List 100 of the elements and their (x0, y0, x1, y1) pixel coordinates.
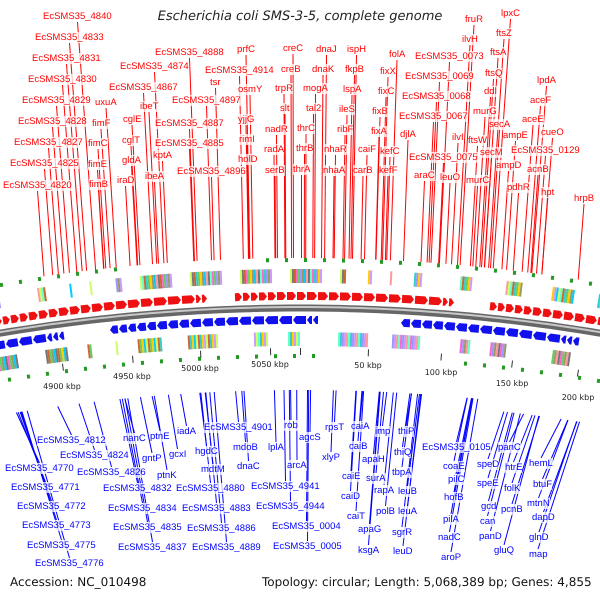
gene-label: iadA (177, 426, 196, 437)
leader-line (125, 186, 131, 266)
gene-label: ampD (496, 160, 522, 171)
leader-line (44, 168, 54, 276)
gene-label: EcSMS35_4835 (113, 522, 182, 533)
gene-label: creB (281, 64, 301, 75)
leader-line (290, 74, 292, 258)
leader-line (284, 114, 286, 259)
gene-label: EcSMS35_0067 (399, 111, 468, 122)
gene-label: fimF (92, 118, 110, 129)
leader-line (152, 396, 160, 432)
gene-label: EcSMS35_4829 (22, 95, 91, 106)
leader-line (479, 96, 491, 268)
gene-label: EcSMS35_4772 (17, 501, 86, 512)
gene-label: ddl (484, 86, 497, 97)
gene-label: thrC (297, 123, 315, 134)
gene-label: leuB (398, 486, 418, 497)
position-tick-label: 200 kbp (562, 393, 594, 403)
leader-line (330, 390, 334, 452)
leader-line (542, 420, 568, 480)
gene-label: EcSMS35_0004 (272, 521, 341, 532)
leader-line (274, 176, 276, 259)
gene-label: arcA (287, 460, 307, 471)
gene-label: ampE (503, 130, 528, 141)
gene-label: ilvH (462, 34, 478, 45)
leader-line (368, 391, 381, 546)
leader-line (488, 38, 504, 268)
leader-line (384, 392, 394, 486)
gene-label: gntP (142, 453, 162, 464)
gene-label: panD (479, 531, 502, 542)
leader-line (57, 406, 72, 436)
gene-label: EcSMS35_4812 (37, 435, 106, 446)
leader-line (334, 390, 337, 422)
position-tick-label: 50 kbp (354, 361, 382, 371)
leader-line (426, 122, 434, 263)
gene-label: EcSMS35_0075 (409, 152, 478, 163)
leader-line (296, 390, 298, 460)
gene-label: EcSMS35_4833 (35, 32, 104, 43)
leader-line (512, 416, 540, 504)
gene-label: lpdA (537, 75, 556, 86)
leader-line (274, 390, 276, 442)
gene-label: panC (498, 442, 521, 453)
leader-line (98, 190, 104, 270)
leader-line (376, 116, 380, 260)
gene-label: EcSMS35_4824 (60, 450, 129, 461)
gene-label: EcSMS35_4885 (155, 138, 224, 149)
leader-line (140, 396, 152, 454)
gene-label: kefF (379, 165, 398, 176)
leader-line (375, 136, 380, 260)
gene-label: leuO (440, 172, 460, 183)
gene-label: caiD (341, 491, 360, 502)
gene-label: cglT (122, 135, 140, 146)
leader-line (512, 192, 519, 272)
gene-label: EcSMS35_0068 (402, 91, 471, 102)
leader-line (385, 392, 398, 506)
gene-label: caiF (358, 144, 376, 155)
gene-label: thiQ (394, 447, 412, 458)
gene-label: EcSMS35_4826 (77, 467, 146, 478)
gene-label: speD (477, 459, 500, 470)
gene-label: leuD (393, 546, 413, 557)
leader-line (481, 78, 494, 268)
gene-label: gldA (122, 155, 142, 166)
gene-label: nhaR (324, 144, 347, 155)
leader-line (578, 204, 584, 280)
gene-label: nhaA (323, 165, 346, 176)
leader-line (290, 390, 292, 420)
leader-line (472, 186, 478, 267)
gene-label: pilC (448, 474, 464, 485)
gene-label: folK (504, 483, 520, 494)
gene-label: mdtM (201, 464, 225, 475)
gene-label: rapA (374, 485, 394, 496)
gene-label: carB (353, 165, 373, 176)
gene-label: caiE (342, 471, 360, 482)
leader-line (154, 395, 168, 470)
leader-line (168, 394, 178, 450)
gene-label: EcSMS35_4827 (14, 137, 83, 148)
leader-line (488, 412, 513, 502)
gene-label: EcSMS35_4880 (176, 483, 245, 494)
leader-line (314, 94, 316, 259)
leader-line (530, 174, 538, 274)
leader-line (512, 414, 536, 484)
gene-label: imp (375, 426, 390, 437)
gene-label: EcSMS35_4831 (32, 53, 101, 64)
gene-label: EcSMS35_4887 (155, 118, 224, 129)
leader-line (407, 394, 420, 486)
leader-line (312, 114, 314, 258)
leader-line (384, 176, 388, 260)
gene-label: fixX (380, 66, 396, 77)
leader-line (487, 412, 514, 516)
gene-label: cglE (123, 114, 142, 125)
leader-line (321, 74, 324, 259)
gene-label: EcSMS35_4896 (177, 166, 246, 177)
leader-line (488, 412, 508, 478)
leader-line (310, 390, 312, 432)
leader-line (301, 174, 302, 258)
gene-label: secA (489, 119, 510, 130)
gene-label: kefC (380, 146, 400, 157)
leader-line (350, 390, 356, 472)
gene-label: murG (473, 106, 497, 117)
leader-line (373, 391, 380, 454)
